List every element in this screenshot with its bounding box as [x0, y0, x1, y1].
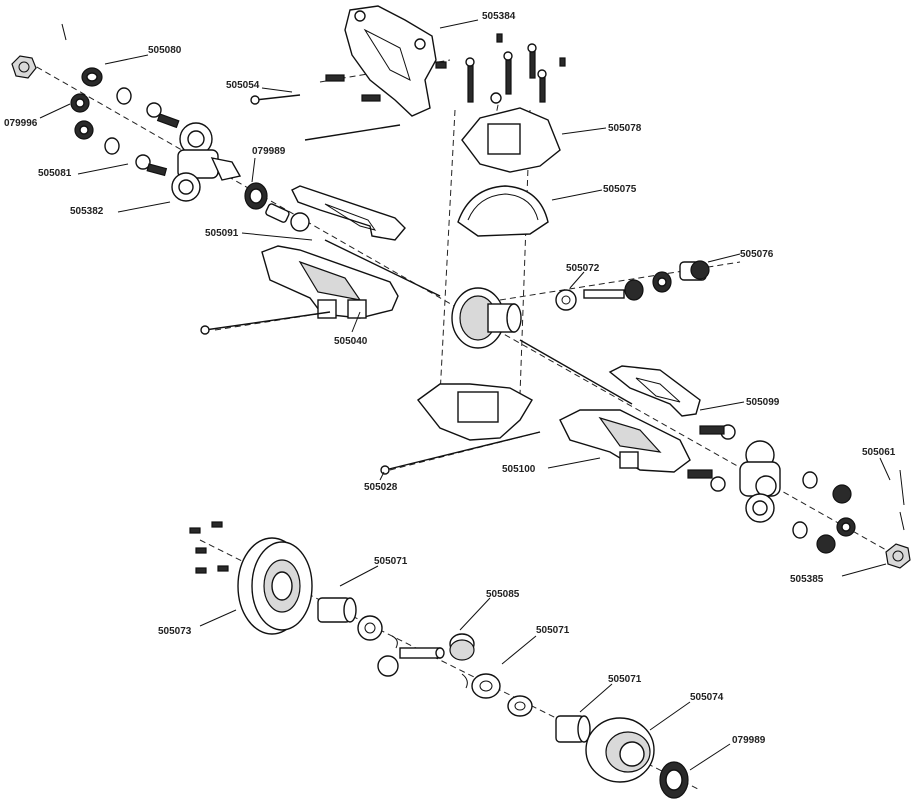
collar: [555, 715, 591, 743]
bearings-right: [792, 471, 856, 554]
hinge-pin-left: [200, 311, 331, 335]
part-label-505028: 505028: [364, 482, 398, 493]
bearing-079989-upper: [244, 182, 268, 210]
part-label-505072: 505072: [566, 263, 600, 274]
washer-upper-left: [116, 87, 132, 105]
ball-stud-505081: [135, 154, 168, 177]
drive-shaft-right: [519, 339, 633, 405]
part-label-505382: 505382: [70, 206, 104, 217]
ball-stud-right-upper: [699, 424, 736, 440]
washer-lower-left: [104, 137, 120, 155]
diff-cover: [457, 185, 549, 237]
part-label-505081: 505081: [38, 168, 72, 179]
disc-screws: [189, 521, 229, 574]
bulkhead-screws: [465, 33, 566, 103]
part-label-505040: 505040: [334, 336, 368, 347]
clip-a: [391, 635, 398, 649]
shock-tower: [344, 5, 437, 117]
part-label-505073: 505073: [158, 626, 192, 637]
part-label-505080: 505080: [148, 45, 182, 56]
lower-arm-left: [261, 245, 399, 319]
hex-nut-right: [885, 543, 911, 569]
pinion: [449, 633, 475, 661]
part-label-505091: 505091: [205, 228, 239, 239]
differential: [451, 287, 522, 349]
upper-arm-pin: [250, 94, 401, 141]
part-label-505076: 505076: [740, 249, 774, 260]
upper-arm-left: [291, 185, 406, 241]
part-label-505384: 505384: [482, 11, 516, 22]
hub-carrier-left: [171, 122, 242, 202]
output-cup: [555, 289, 577, 311]
upper-bulkhead: [461, 92, 561, 173]
part-label-079989: 079989: [732, 735, 766, 746]
tower-screw-3: [435, 61, 447, 69]
washer-a: [357, 615, 383, 641]
lower-arm-right: [559, 409, 691, 473]
pin-right: [899, 469, 905, 531]
spur-disc: [237, 537, 313, 635]
part-label-505078: 505078: [608, 123, 642, 134]
part-label-505085: 505085: [486, 589, 520, 600]
part-label-079996: 079996: [4, 118, 38, 129]
washer-c: [471, 673, 501, 699]
part-label-505074: 505074: [690, 692, 724, 703]
bearing-upper-left: [81, 67, 103, 87]
slipper-hub: [317, 597, 357, 623]
bearing-lower-left: [74, 120, 94, 140]
drive-cup-left: [265, 203, 310, 232]
part-label-079989: 079989: [252, 146, 286, 157]
washer-d: [507, 695, 533, 717]
drive-pin: [399, 647, 445, 659]
part-label-505385: 505385: [790, 574, 824, 585]
tower-screw-2: [361, 94, 381, 102]
part-labels: 505384 505080 505054 079996 079989 50507…: [4, 11, 896, 746]
ball-stud-upper: [146, 102, 180, 129]
bearing-079996: [70, 93, 90, 113]
part-label-505071: 505071: [608, 674, 642, 685]
part-label-505075: 505075: [603, 184, 637, 195]
hex-nut-left: [11, 55, 37, 79]
part-label-505061: 505061: [862, 447, 896, 458]
part-label-505100: 505100: [502, 464, 536, 475]
clip-b: [461, 673, 468, 689]
ball-stud-right-lower: [687, 469, 726, 492]
lower-bulkhead: [417, 383, 533, 441]
upper-arm-right: [608, 365, 701, 417]
hub-carrier-right: [739, 440, 781, 523]
part-label-505099: 505099: [746, 397, 780, 408]
leader-lines: [39, 19, 891, 771]
part-label-505071: 505071: [536, 625, 570, 636]
part-label-505054: 505054: [226, 80, 260, 91]
tower-screw-1: [325, 74, 345, 82]
part-label-505071: 505071: [374, 556, 408, 567]
outer-housing: [585, 717, 655, 783]
hinge-pin-right: [380, 431, 541, 475]
washer-b: [377, 655, 399, 677]
pin-left: [61, 23, 67, 41]
drive-shaft-left: [324, 239, 441, 297]
input-shaft: [583, 260, 710, 301]
bearing-079989-lower: [659, 761, 689, 799]
